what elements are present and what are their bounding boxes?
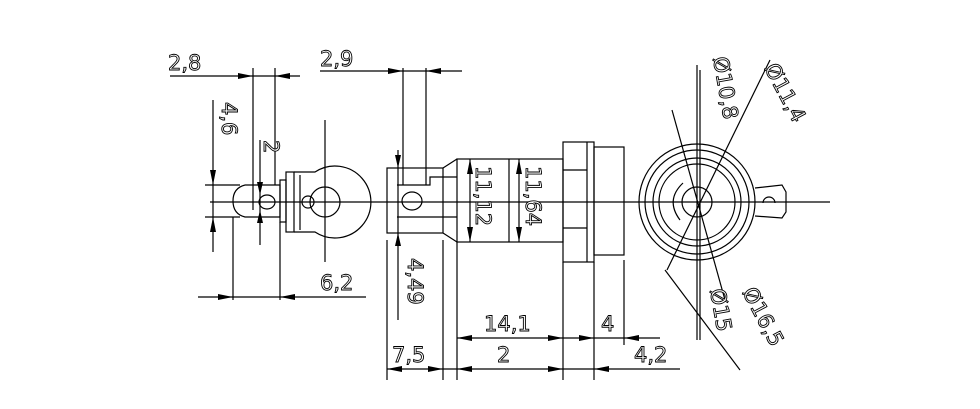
dia-11-4: Ø11,4 [760,59,811,126]
dim-2-pin: 2 [259,140,283,153]
dim-6-2: 6,2 [320,271,353,295]
dim-2-8: 2,8 [168,51,201,75]
dia-10-8: Ø10,8 [708,55,743,122]
dim-2-body: 2 [497,343,510,367]
dim-4-49: 4,49 [403,258,427,305]
dim-11-64: 11,64 [521,166,545,226]
dia-15: Ø15 [705,287,736,334]
dim-11-12: 11,12 [471,166,495,226]
dim-4: 4 [601,312,614,336]
dim-7-5: 7,5 [392,343,425,367]
dim-2-9: 2,9 [320,47,353,71]
dim-14-1: 14,1 [484,312,531,336]
body-side-view [386,141,625,263]
dim-4-2: 4,2 [634,343,667,367]
front-view [638,59,787,371]
dia-16-5: Ø16,5 [738,283,789,350]
pin-terminal-view [232,120,372,262]
dimension-lines [170,68,680,380]
dim-4-6: 4,6 [217,102,241,135]
